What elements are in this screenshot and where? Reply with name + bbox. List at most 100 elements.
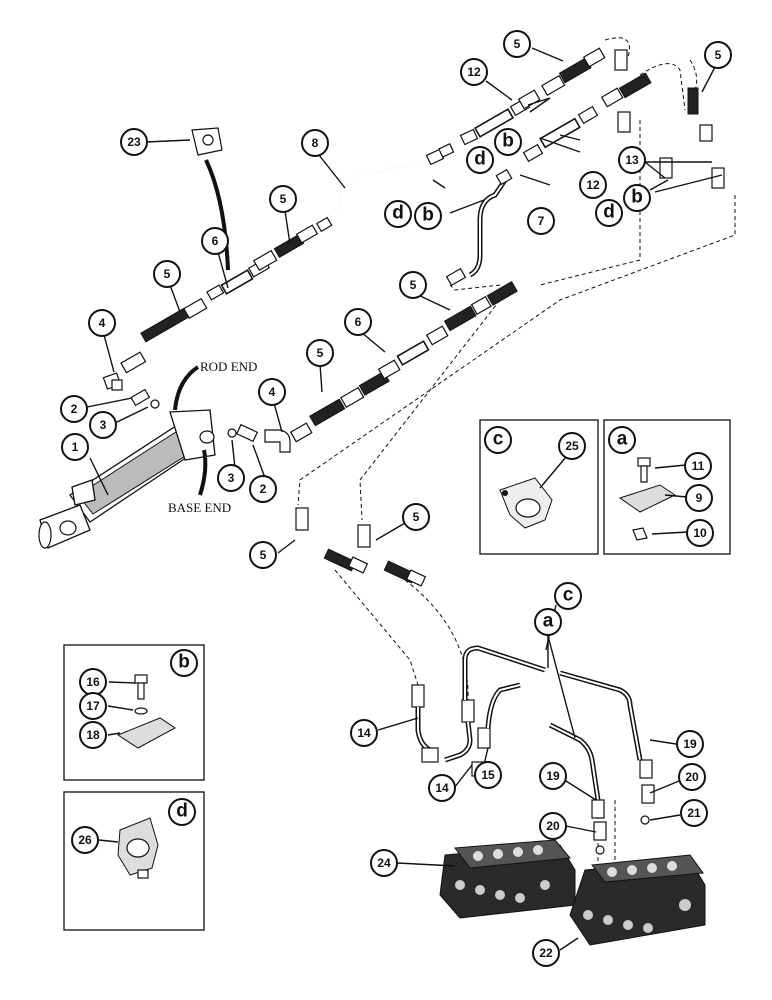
clip-23 [191,127,230,271]
svg-text:b: b [631,187,643,208]
callout-17: 17 [79,692,107,720]
clamp-25 [499,477,553,529]
callout-10: 10 [686,519,714,547]
letter-d-upper-1: d [466,146,494,174]
svg-text:5: 5 [514,37,521,51]
svg-text:20: 20 [546,819,560,833]
svg-text:17: 17 [86,699,100,713]
svg-text:5: 5 [164,267,171,281]
letter-a-leader: a [534,608,562,636]
callout-5-valve-left: 5 [249,541,277,569]
svg-text:22: 22 [539,946,553,960]
svg-text:c: c [493,429,504,450]
letter-b-upper-3: b [623,184,651,212]
letter-c-inset: c [484,426,512,454]
callout-20-right: 20 [678,763,706,791]
svg-text:d: d [474,149,486,170]
svg-text:14: 14 [435,781,449,795]
callout-3-right: 3 [217,464,245,492]
svg-text:5: 5 [413,510,420,524]
base-end-leader [198,449,208,496]
letter-b-inset: b [170,649,198,677]
callout-5-top: 5 [503,30,531,58]
svg-text:24: 24 [377,856,391,870]
svg-text:3: 3 [228,471,235,485]
svg-text:19: 19 [683,737,697,751]
upper-hose-line [120,47,725,374]
svg-text:b: b [422,205,434,226]
svg-text:d: d [176,801,188,822]
callout-19-left: 19 [539,762,567,790]
callout-1: 1 [61,433,89,461]
svg-text:6: 6 [212,234,219,248]
cylinder-fittings [102,372,291,453]
svg-text:21: 21 [687,806,701,820]
letter-d-inset: d [168,798,196,826]
svg-text:6: 6 [355,315,362,329]
letter-b-upper-1: b [494,128,522,156]
callout-9: 9 [685,484,713,512]
svg-text:5: 5 [260,548,267,562]
svg-text:20: 20 [685,770,699,784]
callout-6-lower: 6 [344,308,372,336]
svg-text:b: b [502,131,514,152]
callout-6-upper: 6 [201,227,229,255]
svg-text:4: 4 [99,316,106,330]
callout-13: 13 [618,146,646,174]
valve-tubes [411,645,655,855]
svg-text:5: 5 [410,278,417,292]
svg-text:2: 2 [71,402,78,416]
lower-hose-line [289,280,518,443]
callout-15: 15 [474,761,502,789]
control-valve-22 [569,854,706,946]
callout-5-mid: 5 [399,271,427,299]
callout-4-left: 4 [88,309,116,337]
svg-text:13: 13 [625,153,639,167]
letter-d-upper-2: d [384,200,412,228]
callout-5-valve-right: 5 [402,503,430,531]
leader-lines [86,47,723,951]
svg-text:3: 3 [100,418,107,432]
callout-12-top: 12 [460,58,488,86]
svg-text:11: 11 [692,459,705,473]
svg-text:12: 12 [586,178,600,192]
clamp-26 [117,817,159,879]
svg-text:1: 1 [72,440,79,454]
callout-22: 22 [532,939,560,967]
svg-text:9: 9 [696,491,703,505]
hydraulic-cylinder [38,409,216,549]
letter-c-leader: c [554,582,582,610]
svg-text:d: d [392,203,404,224]
svg-text:10: 10 [693,526,707,540]
base-end-label: BASE END [168,500,231,515]
callout-24: 24 [370,849,398,877]
rod-end-leader [173,365,200,411]
svg-text:14: 14 [357,726,371,740]
svg-text:2: 2 [260,482,267,496]
callout-25: 25 [558,432,586,460]
callout-5-left: 5 [153,260,181,288]
letter-b-upper-2: b [414,202,442,230]
callout-5-lower: 5 [306,339,334,367]
callout-26: 26 [71,826,99,854]
svg-text:19: 19 [546,769,560,783]
callout-19-right: 19 [676,730,704,758]
callout-4-right: 4 [258,378,286,406]
svg-text:18: 18 [86,728,100,742]
callout-16: 16 [79,668,107,696]
callout-20-left: 20 [539,812,567,840]
svg-text:12: 12 [467,65,481,79]
callout-7: 7 [527,207,555,235]
svg-text:5: 5 [715,48,722,62]
callout-8: 8 [301,129,329,157]
svg-text:4: 4 [269,385,276,399]
svg-text:8: 8 [312,136,319,150]
svg-text:c: c [563,585,574,606]
svg-text:5: 5 [280,192,287,206]
svg-text:15: 15 [481,768,495,782]
svg-text:16: 16 [86,675,100,689]
callout-18: 18 [79,721,107,749]
letter-d-upper-3: d [595,199,623,227]
svg-text:7: 7 [538,214,545,228]
